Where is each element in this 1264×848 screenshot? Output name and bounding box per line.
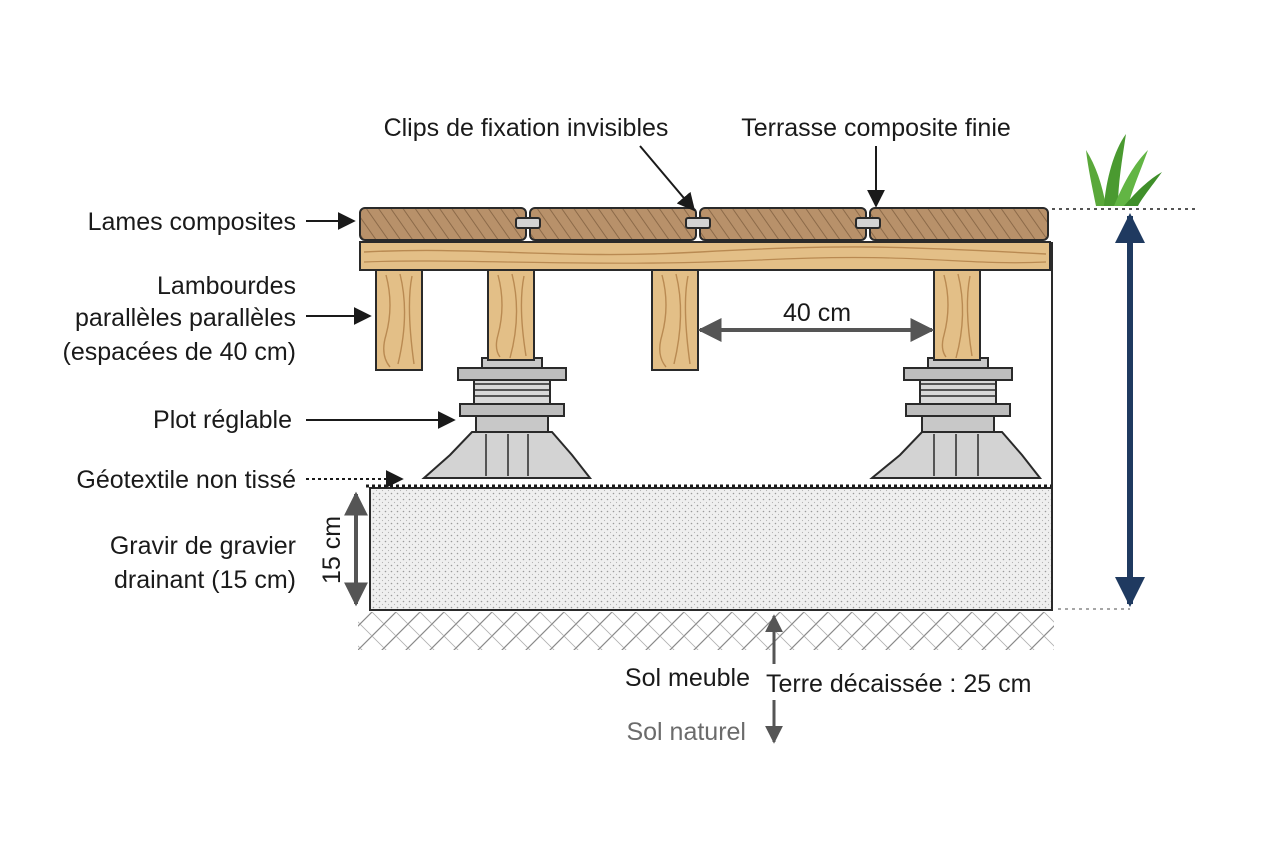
board-4 [869,207,1049,241]
joist-post-2 [487,269,535,361]
pedestal-left [421,357,593,479]
board-1 [359,207,527,241]
gravel-layer [369,487,1053,611]
terrasse-label: Terrasse composite finie [741,114,1011,142]
spacing-label: 40 cm [783,299,851,327]
natural-soil-hatch [358,612,1054,650]
lambourdes-label-line2: parallèles parallèles [75,304,296,332]
clips-leader-arrow [639,145,696,212]
sol-meuble-label: Sol meuble [625,664,750,692]
plot-label: Plot réglable [153,406,292,434]
grass-tuft-icon [1086,134,1162,206]
joist-post-1 [375,269,423,371]
clips-label: Clips de fixation invisibles [384,114,669,142]
lambourdes-label-line3: (espacées de 40 cm) [63,338,296,366]
joist-beam [359,241,1051,271]
joist-post-4 [933,269,981,361]
board-2 [529,207,697,241]
gravier-label-line1: Gravir de gravier [110,532,296,560]
clip-2 [685,217,711,229]
sol-naturel-label: Sol naturel [626,718,746,746]
board-3 [699,207,867,241]
gravel-depth-label: 15 cm [318,516,346,584]
clip-3 [855,217,881,229]
geotextile-label: Géotextile non tissé [76,466,296,494]
joist-post-3 [651,269,699,371]
lames-label: Lames composites [88,208,296,236]
lambourdes-label-line1: Lambourdes [157,272,296,300]
composite-boards [359,207,1049,241]
clip-1 [515,217,541,229]
pedestal-right [869,357,1043,479]
terre-decaissee-label: Terre décaissée : 25 cm [766,670,1031,698]
gravier-label-line2: drainant (15 cm) [114,566,296,594]
